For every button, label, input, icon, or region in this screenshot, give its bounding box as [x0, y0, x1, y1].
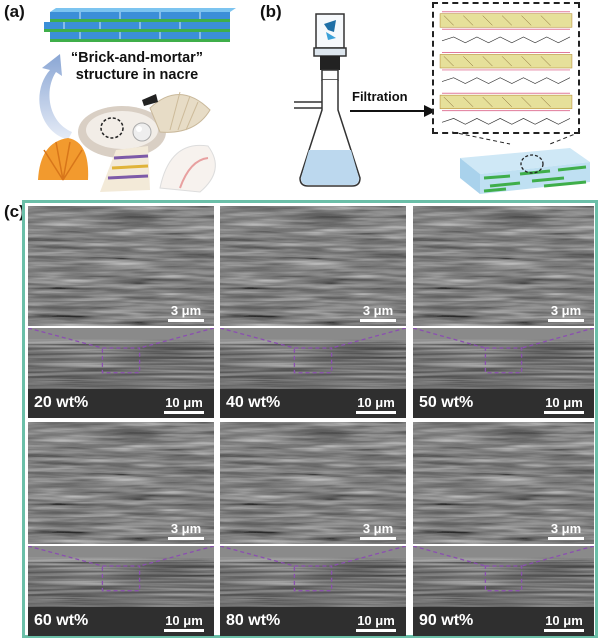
filtration-label: Filtration — [352, 89, 408, 104]
filtration-flask-illustration — [294, 13, 361, 187]
scale-bar-3um: 3 μm — [360, 303, 396, 322]
weight-percent-label: 50 wt% — [419, 394, 474, 411]
scale-bar-label: 10 μm — [545, 395, 583, 410]
scale-bar-line — [164, 629, 204, 632]
scale-bar-line — [168, 319, 204, 322]
scale-bar-3um: 3 μm — [168, 303, 204, 322]
sem-image-high-mag: 3 μm — [220, 422, 406, 544]
sem-image-high-mag: 3 μm — [413, 422, 594, 544]
scale-bar-line — [356, 629, 396, 632]
sem-image-high-mag: 3 μm — [220, 206, 406, 326]
scale-bar-label: 3 μm — [550, 303, 582, 318]
scale-bar-line — [164, 411, 204, 414]
scale-bar-label: 3 μm — [170, 521, 202, 536]
scale-bar-10um: 10 μm — [164, 613, 204, 632]
scale-bar-10um: 10 μm — [356, 395, 396, 414]
scale-bar-line — [168, 537, 204, 540]
panel-b-label: (b) — [260, 2, 282, 21]
weight-percent-label: 60 wt% — [34, 612, 89, 629]
sem-image-high-mag: 3 μm — [413, 206, 594, 326]
nacre-caption-line1: “Brick-and-mortar” — [70, 50, 204, 66]
sem-image-low-mag: 10 μm 50 wt% — [413, 328, 594, 418]
brick-and-mortar-illustration — [44, 8, 236, 42]
seashells-illustration — [38, 91, 216, 193]
scale-bar-3um: 3 μm — [360, 521, 396, 540]
layered-structure-zoom — [432, 2, 580, 134]
weight-percent-label: 20 wt% — [34, 394, 89, 411]
scale-bar-line — [544, 411, 584, 414]
scale-bar-label: 10 μm — [165, 395, 203, 410]
scale-bar-10um: 10 μm — [356, 613, 396, 632]
sem-image-low-mag: 10 μm 80 wt% — [220, 546, 406, 636]
panel-c-label: (c) — [4, 202, 25, 221]
scale-bar-3um: 3 μm — [548, 303, 584, 322]
scale-bar-label: 3 μm — [550, 521, 582, 536]
weight-percent-label: 40 wt% — [226, 394, 281, 411]
scale-bar-label: 3 μm — [170, 303, 202, 318]
right-arrow-icon — [350, 105, 436, 117]
scale-bar-3um: 3 μm — [168, 521, 204, 540]
scale-bar-label: 3 μm — [362, 521, 394, 536]
scale-bar-line — [548, 319, 584, 322]
nacre-caption-line2: structure in nacre — [75, 67, 199, 83]
scale-bar-line — [360, 319, 396, 322]
scale-bar-label: 10 μm — [357, 613, 395, 628]
scale-bar-label: 10 μm — [165, 613, 203, 628]
scale-bar-line — [544, 629, 584, 632]
weight-percent-label: 80 wt% — [226, 612, 281, 629]
scale-bar-10um: 10 μm — [544, 613, 584, 632]
curved-arrow-icon — [39, 54, 72, 140]
scale-bar-10um: 10 μm — [164, 395, 204, 414]
panel-a-label: (a) — [4, 2, 25, 21]
scale-bar-line — [548, 537, 584, 540]
weight-percent-label: 90 wt% — [419, 612, 474, 629]
scale-bar-line — [356, 411, 396, 414]
scale-bar-line — [360, 537, 396, 540]
sem-image-low-mag: 10 μm 60 wt% — [28, 546, 214, 636]
layered-film-illustration — [451, 131, 590, 194]
sem-image-low-mag: 10 μm 90 wt% — [413, 546, 594, 636]
scale-bar-label: 10 μm — [357, 395, 395, 410]
scale-bar-3um: 3 μm — [548, 521, 584, 540]
scale-bar-label: 10 μm — [545, 613, 583, 628]
sem-image-high-mag: 3 μm — [28, 422, 214, 544]
sem-image-low-mag: 10 μm 40 wt% — [220, 328, 406, 418]
sem-image-high-mag: 3 μm — [28, 206, 214, 326]
nacre-caption: “Brick-and-mortar” structure in nacre — [62, 50, 212, 84]
scale-bar-label: 3 μm — [362, 303, 394, 318]
scale-bar-10um: 10 μm — [544, 395, 584, 414]
sem-image-low-mag: 10 μm 20 wt% — [28, 328, 214, 418]
